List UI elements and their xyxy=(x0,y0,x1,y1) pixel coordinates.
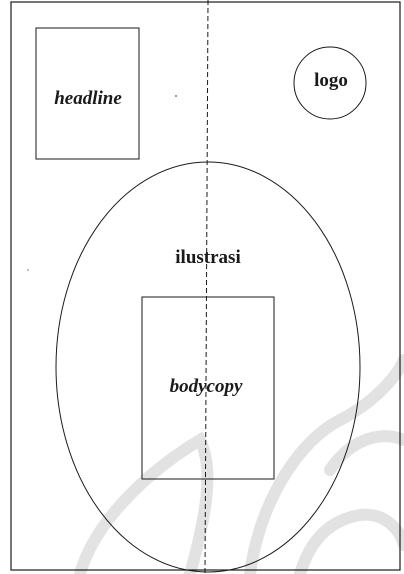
bodycopy-label: bodycopy xyxy=(170,376,243,397)
watermark-ornament xyxy=(74,354,404,574)
illustration-label: ilustrasi xyxy=(175,247,240,268)
watermark-curl xyxy=(294,508,404,574)
illustration-ellipse xyxy=(55,161,361,573)
watermark-arc-left xyxy=(74,431,214,574)
logo-circle xyxy=(293,46,367,120)
headline-box xyxy=(35,27,140,160)
logo-label: logo xyxy=(314,70,348,91)
watermark-flourish xyxy=(324,430,404,476)
watermark-arc-right xyxy=(244,354,404,574)
headline-label: headline xyxy=(54,88,122,109)
bodycopy-box xyxy=(141,296,275,480)
scan-speck xyxy=(175,95,177,97)
scan-speck xyxy=(27,269,29,271)
